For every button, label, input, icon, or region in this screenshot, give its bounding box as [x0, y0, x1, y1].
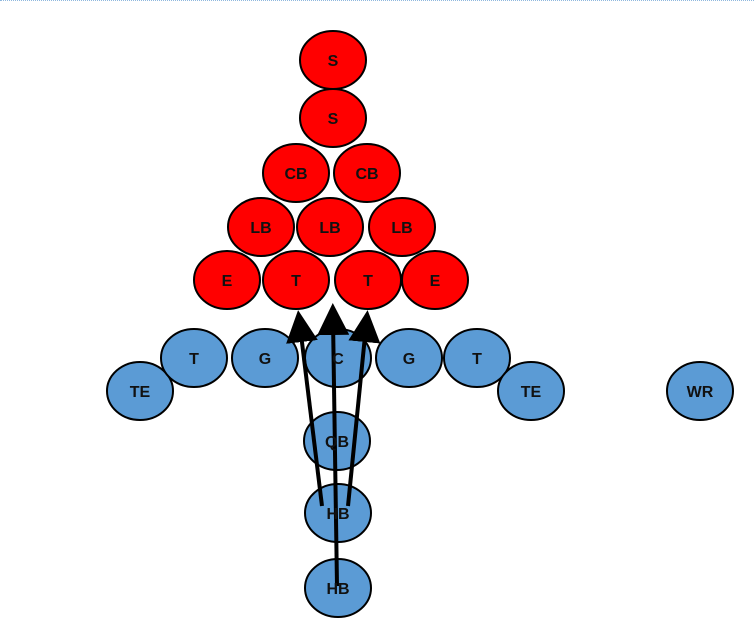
def-linebacker-middle-marker: [296, 197, 364, 257]
def-linebacker-left: LB: [227, 197, 295, 257]
def-tackle-right-label: T: [363, 273, 373, 290]
off-guard-right-marker: [375, 328, 443, 388]
def-safety-label: S: [328, 111, 339, 128]
off-guard-left: [231, 328, 299, 388]
def-cornerback-left-marker: [262, 143, 330, 203]
def-cornerback-left: CB: [262, 143, 330, 203]
def-linebacker-right: LB: [368, 197, 436, 257]
off-tackle-right-marker: [443, 328, 511, 388]
def-cornerback-right-label: CB: [355, 166, 378, 183]
def-linebacker-right-marker: [368, 197, 436, 257]
def-end-right: E: [401, 250, 469, 310]
off-tackle-right-label: T: [472, 351, 482, 368]
def-end-right-label: E: [430, 273, 441, 290]
off-quarterback-label: QB: [325, 434, 349, 451]
off-halfback-up-label: HB: [326, 506, 349, 523]
def-linebacker-left-marker: [227, 197, 295, 257]
route-left-arrow: [286, 310, 324, 507]
off-tight-end-right: [497, 361, 565, 421]
def-tackle-left: T: [262, 250, 330, 310]
off-guard-left-label: G: [259, 351, 271, 368]
def-linebacker-middle: LB: [296, 197, 364, 257]
off-tight-end-right-marker: [497, 361, 565, 421]
off-tight-end-left-label: TE: [130, 384, 151, 401]
off-tackle-left: [160, 328, 228, 388]
route-right-arrow: [346, 310, 381, 507]
route-middle-arrow: [317, 303, 350, 587]
off-tight-end-left-marker: [106, 361, 174, 421]
off-tackle-left-label: T: [189, 351, 199, 368]
def-safety-marker: [299, 88, 367, 148]
off-guard-right: [375, 328, 443, 388]
def-end-left-label: E: [222, 273, 233, 290]
run-routes: [286, 303, 381, 587]
def-cornerback-right: CB: [333, 143, 401, 203]
def-linebacker-left-label: LB: [250, 220, 271, 237]
def-linebacker-right-label: LB: [391, 220, 412, 237]
off-wide-receiver-label: WR: [687, 384, 714, 401]
def-cornerback-right-marker: [333, 143, 401, 203]
def-end-left: E: [193, 250, 261, 310]
off-wide-receiver-marker: [666, 361, 734, 421]
off-tight-end-left: [106, 361, 174, 421]
def-end-left-marker: [193, 250, 261, 310]
def-cornerback-left-label: CB: [284, 166, 307, 183]
off-center-label: C: [332, 351, 344, 368]
off-guard-left-marker: [231, 328, 299, 388]
off-tight-end-right-label: TE: [521, 384, 542, 401]
def-tackle-left-label: T: [291, 273, 301, 290]
def-safety-deep: S: [299, 30, 367, 90]
defense-formation: S S CB CB LB LB LB E T T E: [193, 30, 469, 310]
def-safety: S: [299, 88, 367, 148]
def-safety-deep-label: S: [328, 53, 339, 70]
offense-formation: [106, 328, 734, 618]
off-wide-receiver: [666, 361, 734, 421]
off-halfback-deep-label: HB: [326, 581, 349, 598]
def-linebacker-middle-label: LB: [319, 220, 340, 237]
def-tackle-right: T: [334, 250, 402, 310]
overlay-labels: TE T G C G T TE WR QB HB HB: [130, 351, 714, 598]
off-tackle-right: [443, 328, 511, 388]
def-tackle-left-marker: [262, 250, 330, 310]
off-tackle-left-marker: [160, 328, 228, 388]
off-guard-right-label: G: [403, 351, 415, 368]
def-end-right-marker: [401, 250, 469, 310]
